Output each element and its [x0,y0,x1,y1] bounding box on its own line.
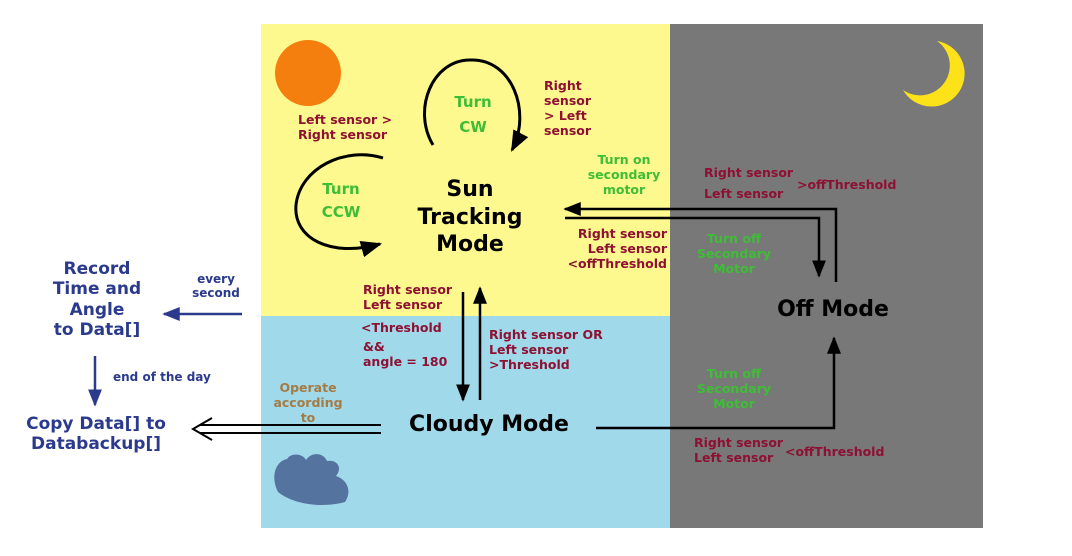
off-to-sun-line [563,202,838,282]
ccw-condition: Left sensor > Right sensor [298,112,393,142]
sun-to-cloudy-sensors-label: Right sensor Left sensor [363,282,453,312]
cloud-icon [274,454,349,505]
turn-on-secondary-motor-label: Turn on secondary motor [587,152,661,197]
turn-cw-loop-back [423,58,471,146]
sun-to-cloudy-threshold-label: <Threshold [361,320,442,335]
turn-cw-label: Turn CW [454,93,492,136]
record-data-box: Record Time and Angle to Data[] [52,259,142,341]
copy-data-box: Copy Data[] to Databackup[] [26,414,166,455]
cloudy-to-off-action-label: Turn off Secondary Motor [696,366,772,411]
cloudy-to-off-line [596,336,841,430]
off-mode-state: Off Mode [777,297,889,322]
off-to-sun-threshold-label: >offThreshold [797,177,897,192]
off-to-sun-sensors-label: Right sensor Left sensor [704,165,794,201]
sun-to-off-line [565,216,826,278]
cloudy-to-off-sensors-label: Right sensor Left sensor [694,435,784,465]
sun-to-off-action-label: Turn off Secondary Motor [696,231,772,276]
cloudy-to-copy-arrowhead [191,417,213,441]
operate-according-to-label: Operate according to [273,380,343,425]
turn-ccw-loop [294,153,384,258]
moon-icon [903,41,965,107]
cw-condition: Right sensor > Left sensor [544,78,592,138]
cloudy-to-sun-condition-label: Right sensor OR Left sensor >Threshold [489,327,603,372]
sun-icon [275,40,341,106]
cloudy-to-off-threshold-label: <offThreshold [785,444,885,459]
off-region [670,24,983,528]
sun-to-off-condition-label: Right sensor Left sensor <offThreshold [567,226,667,271]
sun-to-cloudy-angle-label: && angle = 180 [363,339,448,369]
every-second-label: every second [192,272,240,301]
sun-tracking-mode-state: Sun Tracking Mode [417,177,523,257]
cloudy-mode-state: Cloudy Mode [409,412,569,437]
turn-ccw-label: Turn CCW [321,180,361,221]
end-of-day-label: end of the day [113,370,211,384]
turn-cw-loop [469,58,529,152]
